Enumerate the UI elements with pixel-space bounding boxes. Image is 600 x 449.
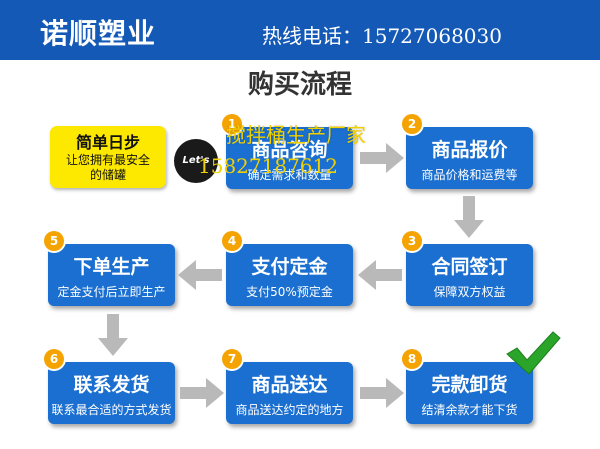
step-number-2: 2 [402,114,422,134]
step-title: 联系发货 [73,374,150,396]
step-desc: 确定需求和数量 [247,168,332,182]
arrow-down-icon [98,314,128,356]
arrow-left-icon [178,260,222,290]
step-6: 联系发货 联系最合适的方式发货 [48,362,175,424]
step-title: 商品咨询 [251,139,328,161]
arrow-right-icon [360,378,404,408]
step-desc: 结清余款才能下货 [421,403,518,417]
step-title: 商品报价 [431,139,508,161]
step-number-6: 6 [44,349,64,369]
step-desc: 定金支付后立即生产 [57,285,166,299]
step-2: 商品报价 商品价格和运费等 [406,127,533,189]
step-8: 完款卸货 结清余款才能下货 [406,362,533,424]
step-title: 商品送达 [251,374,328,396]
step-title: 支付定金 [251,256,328,278]
arrow-down-icon [454,196,484,238]
step-number-4: 4 [222,231,242,251]
intro-box: 简单日步 让您拥有最安全 的储罐 [50,126,166,188]
step-title: 完款卸货 [431,374,508,396]
step-number-1: 1 [222,114,242,134]
checkmark-icon [506,331,561,375]
step-desc: 联系最合适的方式发货 [51,403,172,417]
step-title: 下单生产 [73,256,150,278]
step-desc: 保障双方权益 [433,285,506,299]
watermark-phone: 15827187612 [198,154,338,178]
step-number-5: 5 [44,231,64,251]
step-desc: 支付50%预定金 [246,285,333,299]
lets-go-badge: Let's go! [174,139,218,210]
hotline: 热线电话：15727068030 [262,24,502,48]
step-number-3: 3 [402,231,422,251]
header-bar: 诺顺塑业 热线电话：15727068030 [0,0,600,60]
page-title: 购买流程 [247,70,352,100]
step-number-7: 7 [222,349,242,369]
step-number-8: 8 [402,349,422,369]
watermark-text: 搅拌桶生产厂家 [226,123,366,147]
step-desc: 商品价格和运费等 [421,168,518,182]
arrow-right-icon [180,378,224,408]
step-title: 合同签订 [431,256,508,278]
intro-line1: 让您拥有最安全 [65,153,150,167]
step-1: 商品咨询 确定需求和数量 [226,127,353,189]
step-3: 合同签订 保障双方权益 [406,244,533,306]
arrow-right-icon [360,143,404,173]
arrow-left-icon [358,260,402,290]
step-4: 支付定金 支付50%预定金 [226,244,353,306]
intro-heading: 简单日步 [75,133,140,152]
step-7: 商品送达 商品送达约定的地方 [226,362,353,424]
step-desc: 商品送达约定的地方 [235,403,344,417]
step-5: 下单生产 定金支付后立即生产 [48,244,175,306]
intro-line2: 的储罐 [89,168,126,182]
brand-name: 诺顺塑业 [40,17,157,50]
